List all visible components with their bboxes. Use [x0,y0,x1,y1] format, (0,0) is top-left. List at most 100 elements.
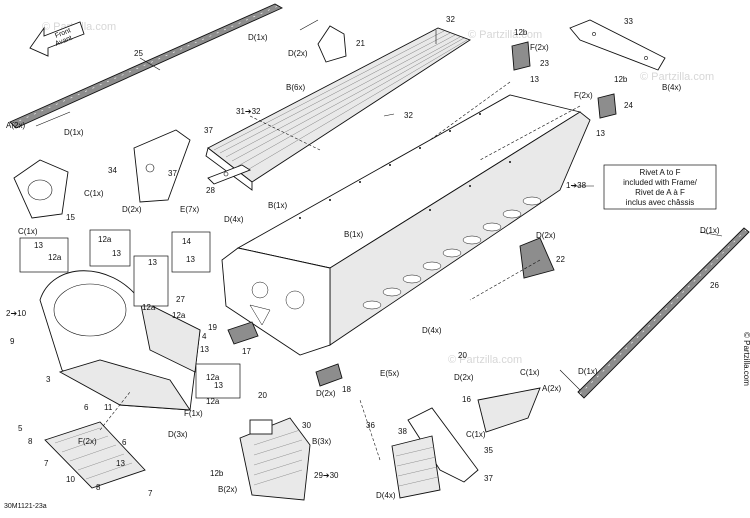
callout-label: B(2x) [218,485,237,494]
callout-label: 12a [206,397,220,406]
callout-label: 16 [462,395,471,404]
callout-label: 20 [458,351,467,360]
callout-label: 13 [148,258,157,267]
callout-label: D(2x) [536,231,556,240]
tunnel-frame [221,94,591,356]
callout-label: 22 [556,255,565,264]
callout-label: 2➔10 [6,309,27,318]
callout-label: D(1x) [64,128,84,137]
mount-34 [133,129,191,203]
callout-label: C(1x) [466,430,486,439]
callout-label: D(2x) [122,205,142,214]
front-suspension-3 [39,270,201,411]
plate-18 [315,363,343,387]
callout-label: 37 [484,474,493,483]
callout-label: 12a [98,235,112,244]
hardware-box [89,229,131,267]
bracket-35 [391,407,479,499]
rivet-note-line: Rivet A to F [640,168,681,177]
callout-label: 32 [404,111,413,120]
hardware-box [171,231,211,273]
callout-label: 6 [84,403,89,412]
callout-label: B(1x) [268,201,287,210]
callout-label: A(2x) [542,384,561,393]
leader-lines [35,19,723,391]
rivet-note-line: Rivet de A à F [635,188,685,197]
callout-label: 28 [206,186,215,195]
callout-label: D(2x) [288,49,308,58]
callout-label: 36 [366,421,375,430]
callout-label: C(1x) [84,189,104,198]
callout-label: 26 [710,281,719,290]
callout-label: 37 [204,126,213,135]
callout-label: 7 [148,489,153,498]
callout-label: 12a [142,303,156,312]
callout-label: 14 [182,237,191,246]
callout-label: D(4x) [422,326,442,335]
callout-label: 30 [302,421,311,430]
callout-label: 6 [122,438,127,447]
rail-26 [577,227,750,399]
watermark: © Partzilla.com [640,71,714,83]
callout-label: 15 [66,213,75,222]
part-22 [519,237,555,279]
callout-label: 23 [540,59,549,68]
callout-label: 12b [210,469,224,478]
callout-label: 29➔30 [314,471,339,480]
callout-label: B(1x) [344,230,363,239]
callout-label: B(4x) [662,83,681,92]
rivet-note-line: included with Frame/ [623,178,698,187]
callout-label: 11 [104,403,113,412]
callout-label: 17 [242,347,251,356]
callout-label: D(2x) [316,389,336,398]
callout-label: 35 [484,446,493,455]
plate-17 [227,321,259,345]
diagram-id: 30M1121-23a [4,503,47,510]
callout-label: D(4x) [224,215,244,224]
rail-25 [9,3,283,129]
callout-label: 12b [514,28,528,37]
hardware-box [19,237,69,273]
callout-label: 25 [134,49,143,58]
callout-label: D(2x) [454,373,474,382]
callout-label: 8 [28,437,33,446]
callout-label: 12a [172,311,186,320]
callout-label: 12a [48,253,62,262]
watermark: © Partzilla.com [448,354,522,366]
callout-label: 10 [66,475,75,484]
callout-label: 18 [342,385,351,394]
callout-label: 13 [112,249,121,258]
callout-labels: D(1x)32D(2x)2112bF(2x)23133325B(6x)12bF(… [6,15,720,500]
callout-label: 13 [116,459,125,468]
hardware-box [195,363,241,399]
callout-label: D(4x) [376,491,396,500]
callout-label: 12a [206,373,220,382]
dashed-leaders [99,81,581,461]
callout-label: D(1x) [700,226,720,235]
part-16 [477,387,541,433]
bracket-28 [207,164,251,185]
callout-label: 9 [10,337,15,346]
callout-label: 13 [186,255,195,264]
rivet-note-line: inclus avec châssis [626,198,694,207]
callout-label: 1➔38 [566,181,587,190]
callout-label: 12b [614,75,628,84]
callout-label: C(1x) [18,227,38,236]
callout-label: C(1x) [520,368,540,377]
callout-label: B(6x) [286,83,305,92]
callout-label: 7 [44,459,49,468]
bracket-33 [569,19,666,71]
callout-label: 19 [208,323,217,332]
heat-exchanger-29 [239,417,311,501]
callout-label: 32 [446,15,455,24]
callout-label: 13 [596,129,605,138]
side-watermark: © Partzilla.com [742,332,750,386]
callout-label: D(1x) [248,33,268,42]
callout-label: D(3x) [168,430,188,439]
bracket-23 [511,41,531,71]
bracket-24 [597,93,617,119]
callout-label: 27 [176,295,185,304]
callout-label: F(2x) [574,91,593,100]
